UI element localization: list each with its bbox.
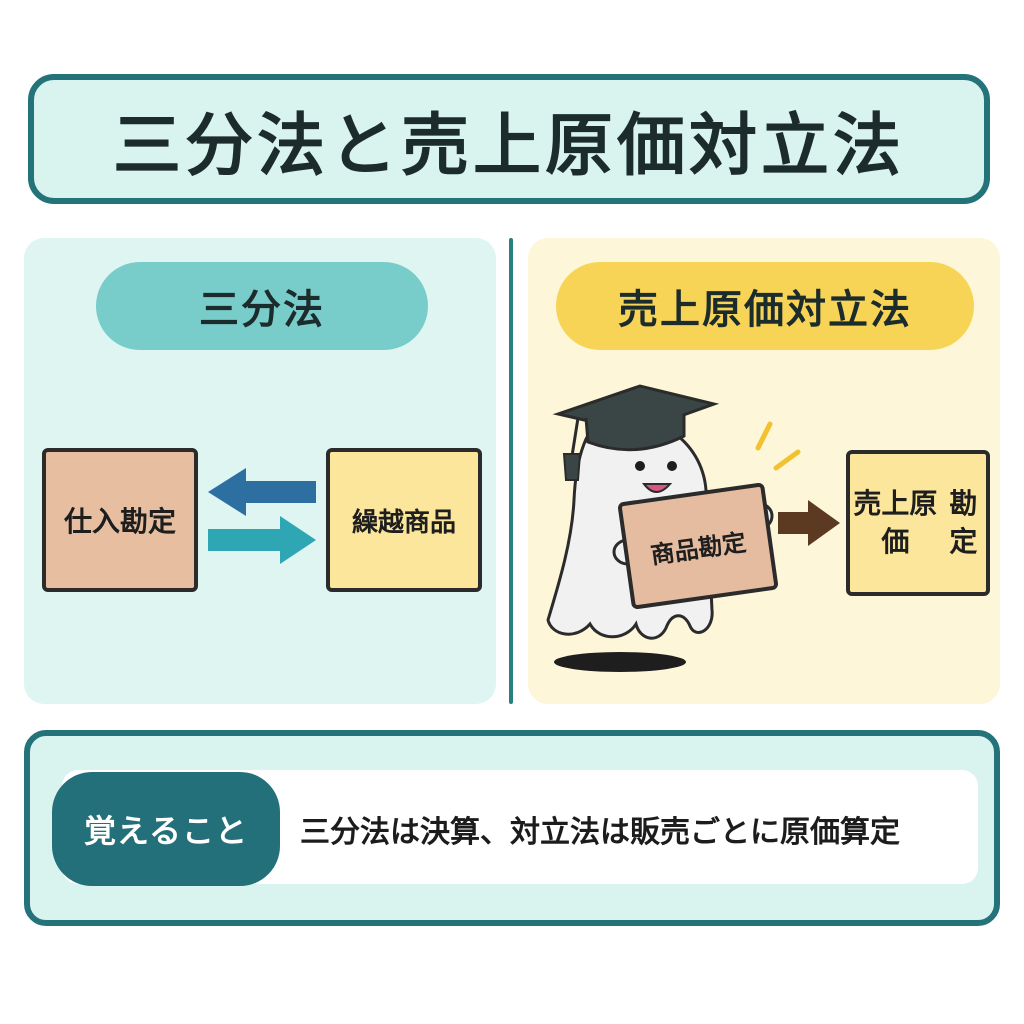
arrow-brown-right-icon (778, 500, 840, 546)
purchase-account-box: 仕入勘定 (42, 448, 198, 592)
page-title: 三分法と売上原価対立法 (112, 106, 905, 186)
remember-text: 三分法は決算、対立法は販売ごとに原価算定 (300, 815, 900, 850)
graduation-cap-icon (552, 384, 720, 481)
arrow-left-icon (208, 468, 316, 516)
ghost-shadow (554, 652, 686, 672)
three-part-method-heading: 三分法 (96, 262, 428, 350)
remember-label: 覚えること (52, 772, 280, 886)
cost-of-sales-line2: 勘定 (949, 487, 978, 558)
carried-forward-goods-box: 繰越商品 (326, 448, 482, 592)
cost-of-sales-account-box: 売上原価 勘定 (846, 450, 990, 596)
panel-divider (509, 238, 513, 704)
arrow-right-icon (208, 516, 316, 564)
goods-account-sign: 商品勘定 (617, 482, 779, 610)
cost-of-sales-method-heading: 売上原価対立法 (556, 262, 974, 350)
sparkle-icon (755, 421, 801, 471)
title-banner: 三分法と売上原価対立法 (28, 74, 990, 204)
cost-of-sales-line1: 売上原価 (853, 487, 938, 558)
